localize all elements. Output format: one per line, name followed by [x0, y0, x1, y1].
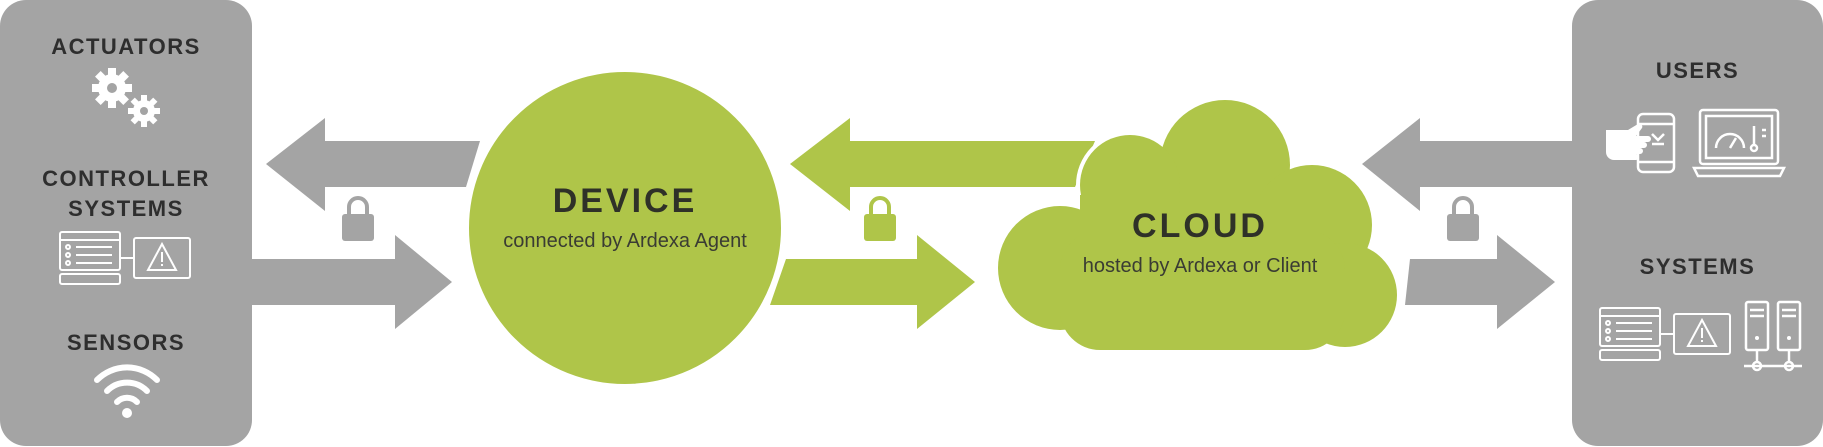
actuators-label: ACTUATORS [51, 34, 201, 59]
device-subtitle: connected by Ardexa Agent [503, 230, 747, 252]
lock-icon-right [1447, 196, 1479, 241]
phone-hand-icon [1606, 112, 1676, 174]
controller-label-line1: CONTROLLER [42, 166, 210, 191]
arrow-users-to-cloud [1362, 118, 1572, 211]
systems-label: SYSTEMS [1639, 254, 1756, 279]
cloud-subtitle: hosted by Ardexa or Client [1082, 255, 1318, 277]
cloud-shape [994, 96, 1401, 354]
device-circle [466, 69, 784, 387]
cloud-title: CLOUD [1132, 207, 1268, 245]
arrow-device-to-cloud [770, 235, 975, 329]
arrow-device-to-actuators [266, 118, 480, 211]
right-panel: USERS SYSTEMS [1572, 0, 1823, 446]
gears-icon [92, 68, 160, 127]
controller-label-line2: SYSTEMS [68, 196, 184, 221]
controller-icon [59, 231, 191, 285]
arrow-sensors-to-device [252, 235, 452, 329]
controller-icon [1599, 307, 1731, 361]
left-panel: ACTUATORS CONTROLLER SYSTEMS [0, 0, 252, 446]
arrow-cloud-to-systems [1405, 235, 1555, 329]
wifi-icon [94, 364, 160, 418]
lock-icon-left [342, 196, 374, 241]
arrow-cloud-to-device [790, 118, 1095, 211]
laptop-icon [1692, 108, 1786, 178]
device-title: DEVICE [552, 182, 698, 220]
sensors-label: SENSORS [66, 330, 186, 355]
server-icon [1744, 300, 1802, 372]
users-label: USERS [1655, 58, 1740, 83]
lock-icon-middle [864, 196, 896, 241]
